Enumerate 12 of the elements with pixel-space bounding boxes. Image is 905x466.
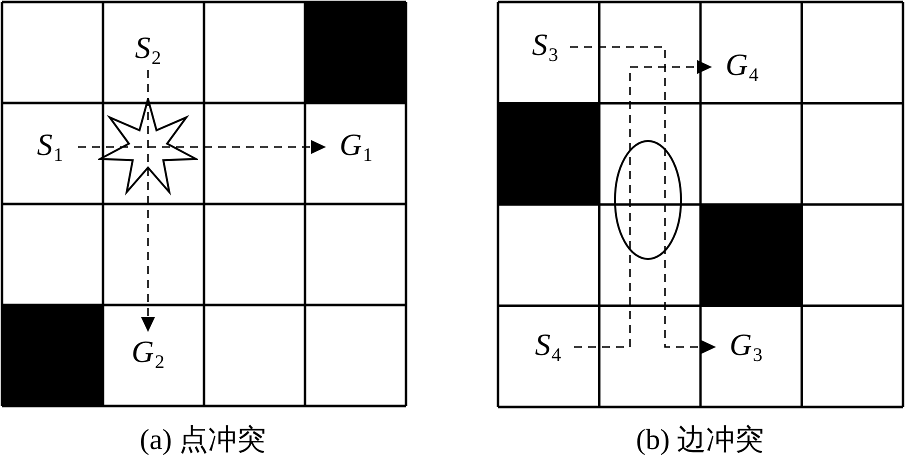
position-label: S$_{4}$ <box>522 327 574 367</box>
position-label: G$_{2}$ <box>123 332 173 376</box>
position-label: G$_{3}$ <box>716 327 776 367</box>
dashed-arrow <box>78 140 326 154</box>
dashed-arrow <box>141 70 155 332</box>
position-label: G$_{1}$ <box>326 127 386 167</box>
position-label: G$_{4}$ <box>712 47 772 87</box>
panel-caption: (a) 点冲突 <box>140 423 266 458</box>
panel-caption: (b) 边冲突 <box>636 423 764 458</box>
position-label: S$_{2}$ <box>126 30 170 70</box>
position-label: S$_{3}$ <box>520 27 570 67</box>
position-label: S$_{1}$ <box>22 127 78 167</box>
